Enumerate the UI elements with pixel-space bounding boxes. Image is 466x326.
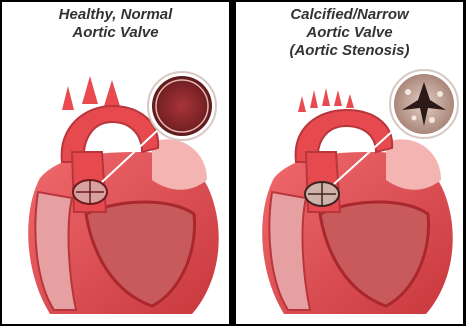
pale-tissue — [152, 139, 207, 189]
calcified-valve-panel: Calcified/Narrow Aortic Valve (Aortic St… — [236, 2, 463, 324]
healthy-heart-illustration — [2, 2, 229, 324]
restricted-flow-arrows — [298, 88, 354, 112]
healthy-valve-panel: Healthy, Normal Aortic Valve — [2, 2, 229, 324]
pale-tissue — [386, 139, 441, 189]
blood-flow-arrows — [62, 76, 120, 110]
stenosis-heart-illustration — [236, 2, 463, 324]
